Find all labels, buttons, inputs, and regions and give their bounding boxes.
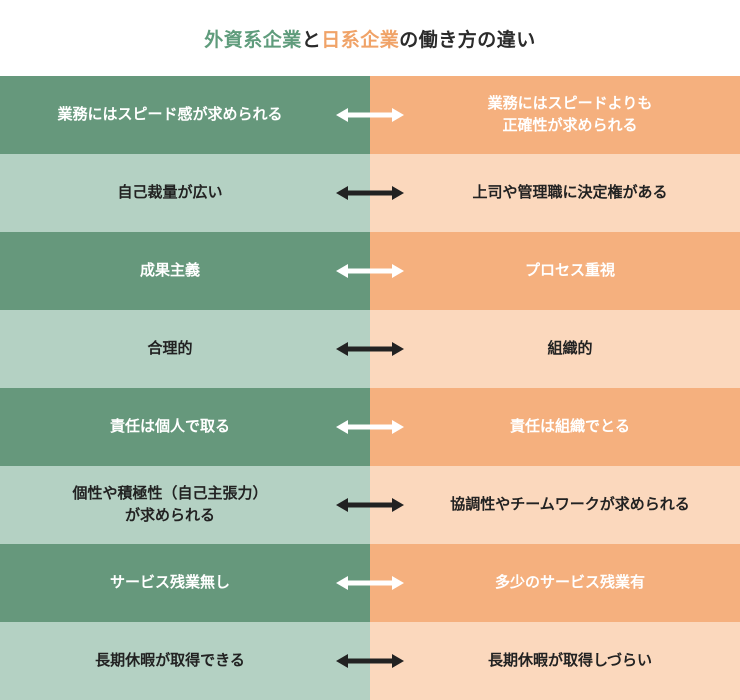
double-arrow-icon [336, 342, 404, 356]
comparison-row-3: 成果主義 プロセス重視 [0, 232, 740, 310]
title-japanese-company: 日系企業 [321, 28, 400, 51]
comparison-row-7: サービス残業無し 多少のサービス残業有 [0, 544, 740, 622]
japanese-item-2: 上司や管理職に決定権がある [370, 154, 740, 232]
comparison-row-1: 業務にはスピード感が求められる 業務にはスピードよりも 正確性が求められる [0, 76, 740, 154]
comparison-row-4: 合理的 組織的 [0, 310, 740, 388]
double-arrow-icon [336, 576, 404, 590]
page-title: 外資系企業 と 日系企業 の働き方の違い [0, 0, 740, 76]
double-arrow-icon [336, 264, 404, 278]
japanese-item-5: 責任は組織でとる [370, 388, 740, 466]
double-arrow-icon [336, 420, 404, 434]
foreign-item-1: 業務にはスピード感が求められる [0, 76, 370, 154]
japanese-item-3: プロセス重視 [370, 232, 740, 310]
comparison-row-8: 長期休暇が取得できる 長期休暇が取得しづらい [0, 622, 740, 700]
title-and: と [301, 28, 322, 51]
japanese-item-8: 長期休暇が取得しづらい [370, 622, 740, 700]
foreign-item-3: 成果主義 [0, 232, 370, 310]
japanese-item-1: 業務にはスピードよりも 正確性が求められる [370, 76, 740, 154]
foreign-item-7: サービス残業無し [0, 544, 370, 622]
title-foreign-company: 外資系企業 [204, 28, 302, 51]
foreign-item-5: 責任は個人で取る [0, 388, 370, 466]
double-arrow-icon [336, 654, 404, 668]
comparison-row-5: 責任は個人で取る 責任は組織でとる [0, 388, 740, 466]
foreign-item-6: 個性や積極性（自己主張力） が求められる [0, 466, 370, 544]
comparison-row-6: 個性や積極性（自己主張力） が求められる 協調性やチームワークが求められる [0, 466, 740, 544]
foreign-item-4: 合理的 [0, 310, 370, 388]
title-suffix: の働き方の違い [399, 28, 536, 51]
japanese-item-6: 協調性やチームワークが求められる [370, 466, 740, 544]
comparison-table: 業務にはスピード感が求められる 業務にはスピードよりも 正確性が求められる 自己… [0, 76, 740, 700]
double-arrow-icon [336, 108, 404, 122]
double-arrow-icon [336, 498, 404, 512]
double-arrow-icon [336, 186, 404, 200]
comparison-row-2: 自己裁量が広い 上司や管理職に決定権がある [0, 154, 740, 232]
japanese-item-7: 多少のサービス残業有 [370, 544, 740, 622]
foreign-item-2: 自己裁量が広い [0, 154, 370, 232]
japanese-item-4: 組織的 [370, 310, 740, 388]
foreign-item-8: 長期休暇が取得できる [0, 622, 370, 700]
